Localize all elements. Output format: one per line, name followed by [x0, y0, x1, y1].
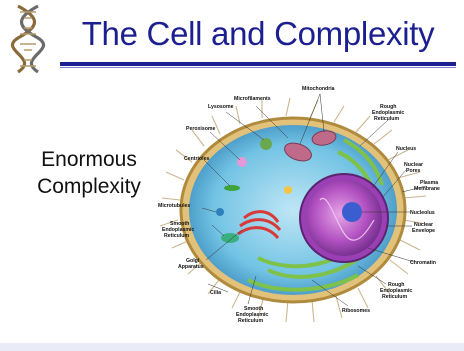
cell-diagram: Microfilaments Mitochondria Lysosome Rou… — [148, 80, 458, 340]
dna-helix-icon — [10, 4, 46, 74]
side-text: Enormous Complexity — [14, 146, 164, 200]
nucleolus-shape — [342, 202, 362, 222]
lysosome-shape — [260, 138, 272, 150]
side-text-line-2: Complexity — [14, 173, 164, 200]
label-centrioles: Centrioles — [184, 156, 209, 162]
label-microfilaments: Microfilaments — [234, 96, 271, 102]
label-cilia: Cilia — [210, 290, 221, 296]
microtubule-shape — [216, 208, 224, 216]
label-nucleolus: Nucleolus — [410, 210, 435, 216]
title-underline — [60, 62, 456, 66]
side-text-line-1: Enormous — [14, 146, 164, 173]
label-nuclear-pores-2: Pores — [406, 168, 421, 174]
centriole-shape — [224, 185, 240, 191]
title-underline-thin — [60, 67, 456, 68]
slide-title: The Cell and Complexity — [60, 12, 456, 56]
label-rough-er-top-3: Reticulum — [374, 116, 399, 122]
label-smooth-er-bottom-3: Reticulum — [238, 318, 263, 324]
label-lysosome: Lysosome — [208, 104, 234, 110]
label-plasma-membrane-2: Membrane — [414, 186, 440, 192]
label-rough-er-bottom-3: Reticulum — [382, 294, 407, 300]
label-chromatin: Chromatin — [410, 260, 436, 266]
label-smooth-er-left-3: Reticulum — [164, 233, 189, 239]
label-nucleus: Nucleus — [396, 146, 416, 152]
label-ribosomes: Ribosomes — [342, 308, 370, 314]
bottom-band — [0, 343, 464, 351]
vesicle-shape — [284, 186, 292, 194]
label-mitochondria: Mitochondria — [302, 86, 335, 92]
label-golgi-2: Apparatus — [178, 264, 204, 270]
label-peroxisome: Peroxisome — [186, 126, 216, 132]
label-nuclear-envelope-2: Envelope — [412, 228, 435, 234]
label-microtubules: Microtubules — [158, 203, 190, 209]
